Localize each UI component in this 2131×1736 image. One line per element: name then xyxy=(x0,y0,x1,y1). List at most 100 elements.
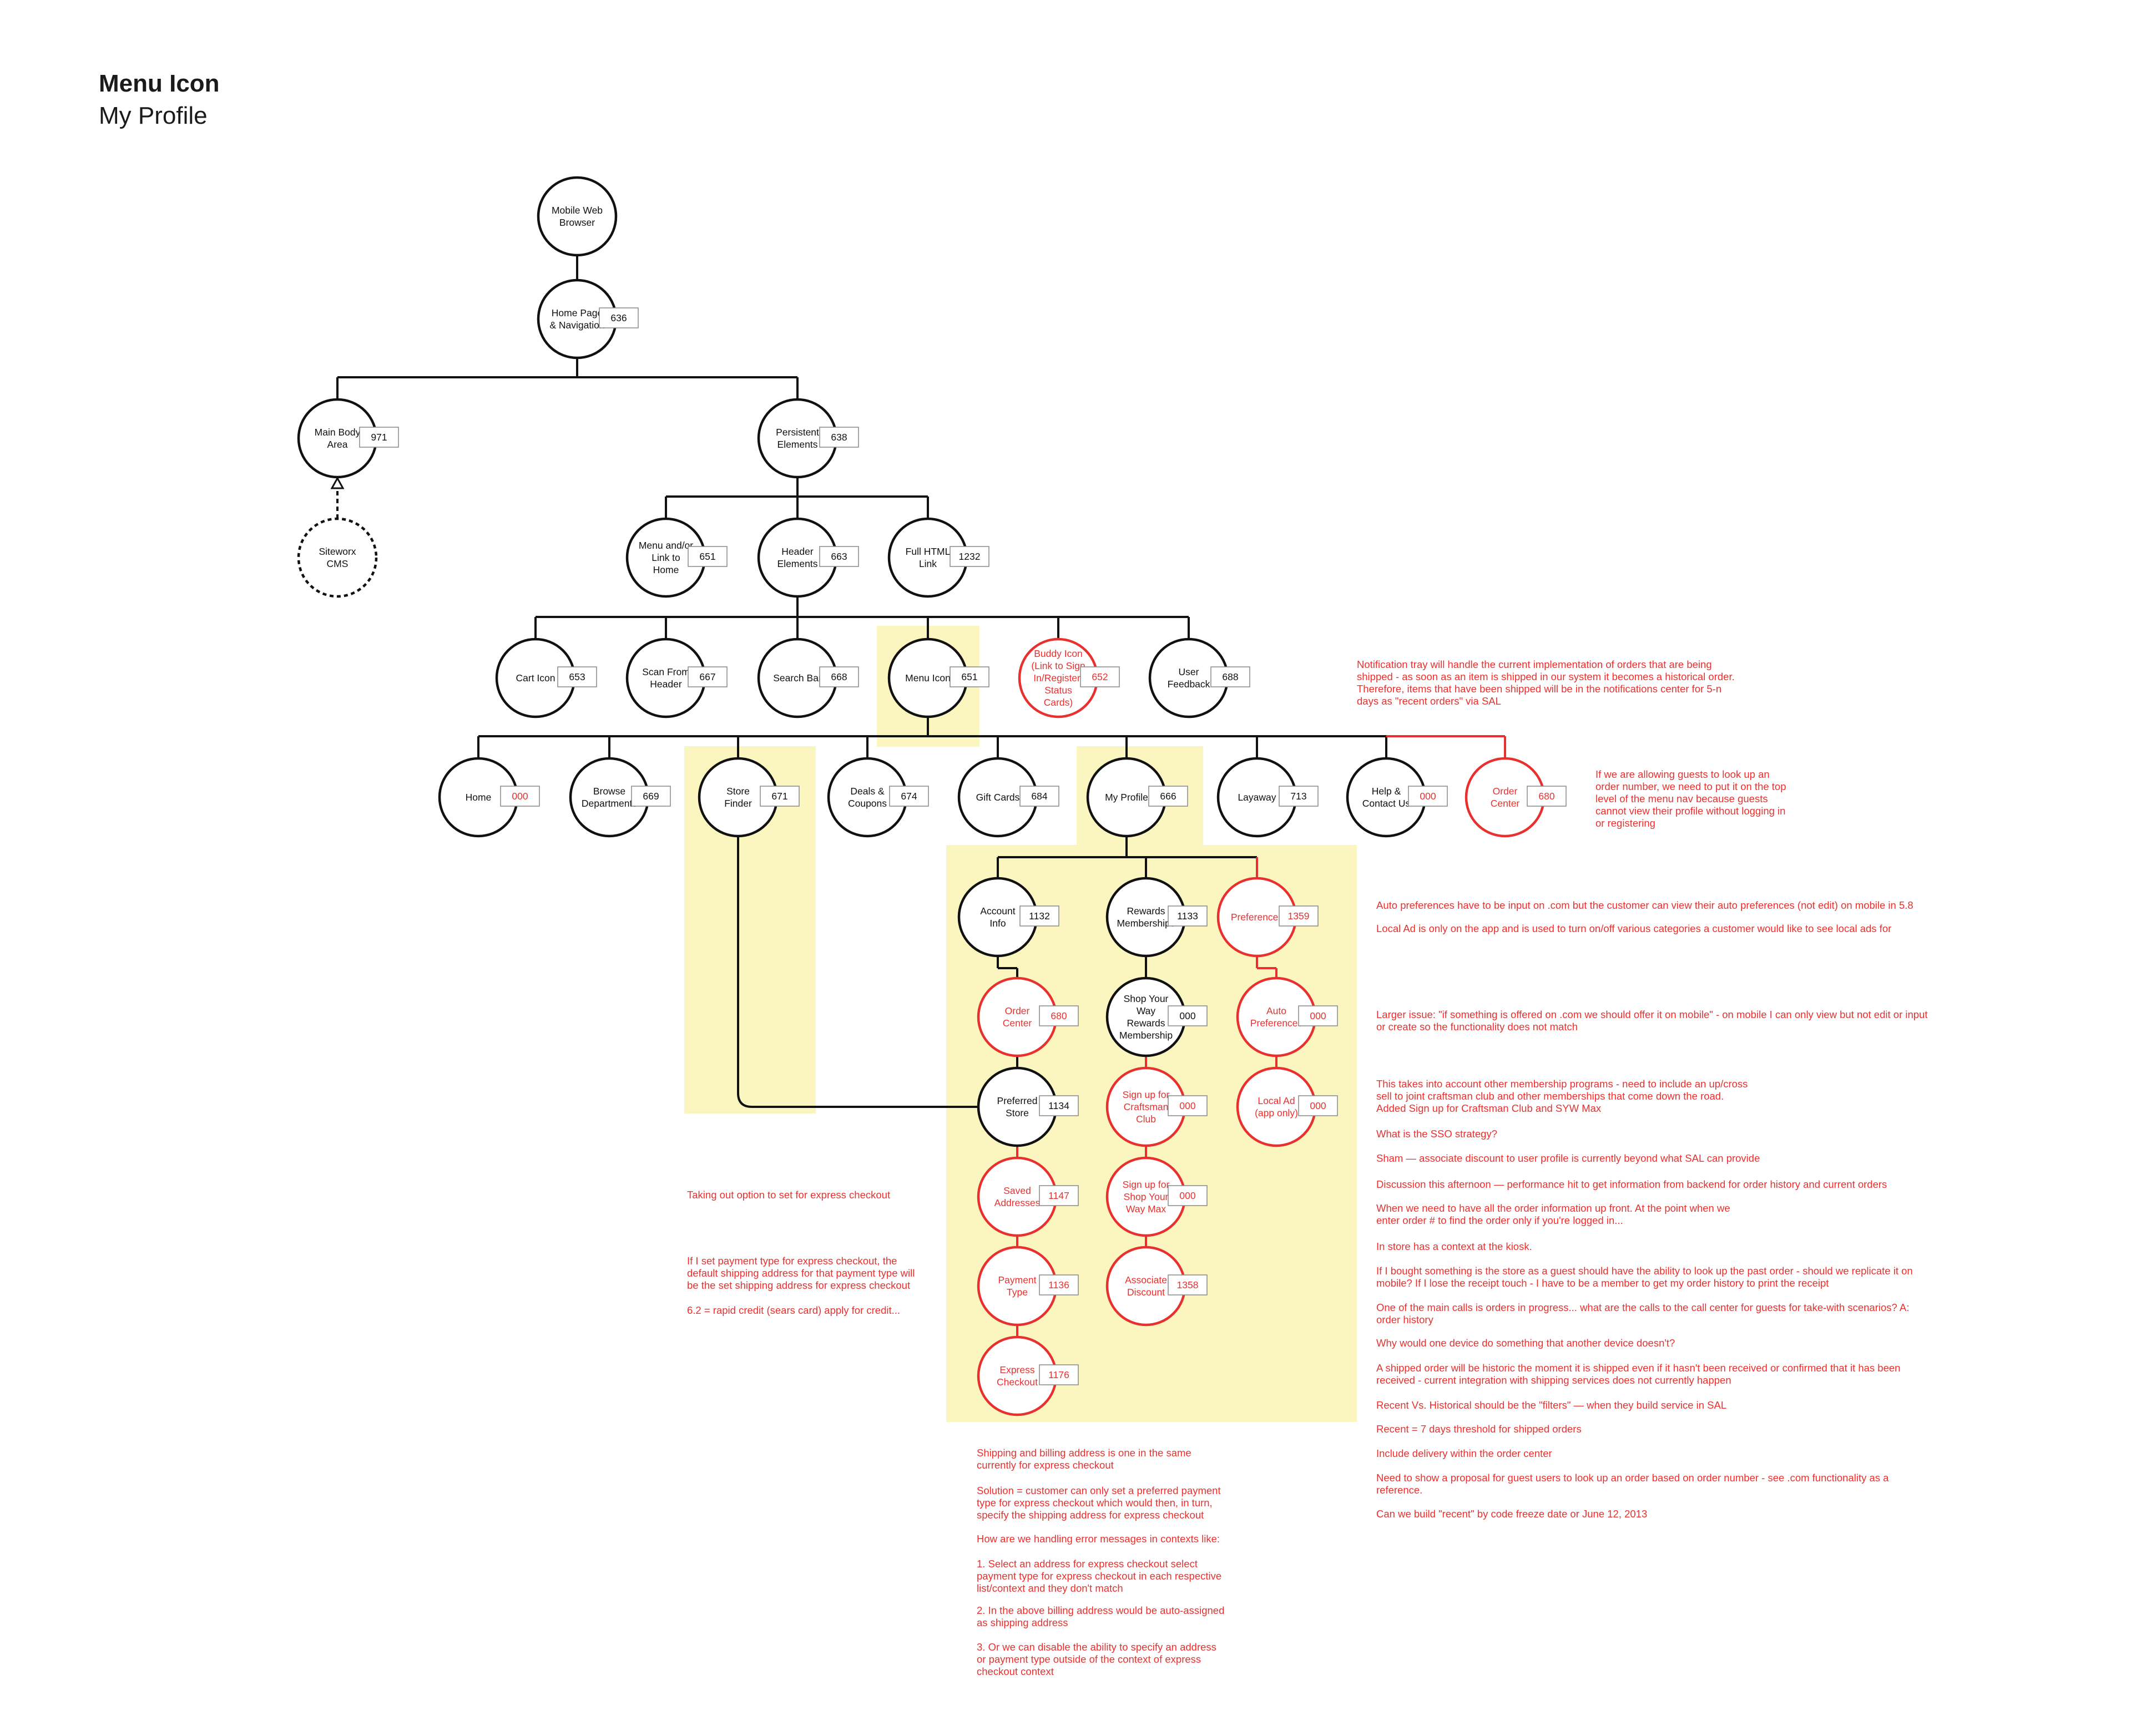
node-id-box xyxy=(819,666,859,687)
note-recent-vs-historical: Recent Vs. Historical should be the "fil… xyxy=(1376,1399,1727,1411)
note-code-freeze: Can we build "recent" by code freeze dat… xyxy=(1376,1508,1648,1520)
note-guest-lookup: If we are allowing guests to look up an … xyxy=(1595,768,1786,829)
node-id-box xyxy=(1019,905,1059,927)
note-proposal: Need to show a proposal for guest users … xyxy=(1376,1472,1889,1496)
node-id-box xyxy=(819,546,859,567)
node-layaway: Layaway 713 xyxy=(1216,757,1319,838)
node-id: 638 xyxy=(831,432,847,443)
node-id: 1359 xyxy=(1288,910,1310,922)
node-id: 636 xyxy=(610,312,627,323)
node-id-box xyxy=(1019,786,1059,807)
node-id-box xyxy=(557,666,597,687)
node-id-box xyxy=(1279,786,1319,807)
node-id-box xyxy=(599,307,639,328)
node-id: 651 xyxy=(961,671,977,682)
note-recent-threshold: Recent = 7 days threshold for shipped or… xyxy=(1376,1423,1582,1435)
node-id: 1136 xyxy=(1048,1279,1069,1290)
node-id: 688 xyxy=(1222,671,1238,682)
node-label: Cart Icon xyxy=(516,672,556,684)
node-id: 663 xyxy=(831,551,847,562)
node-id: 000 xyxy=(512,791,528,802)
node-id-box xyxy=(1080,666,1120,687)
note-sso: What is the SSO strategy? xyxy=(1376,1128,1497,1140)
node-id: 1147 xyxy=(1048,1190,1069,1201)
note-larger-issue: Larger issue: "if something is offered o… xyxy=(1376,1009,1928,1033)
node-id-box xyxy=(760,786,800,807)
node-id: 668 xyxy=(831,671,847,682)
node-label: Deals &Coupons xyxy=(848,786,887,809)
connector-line xyxy=(737,836,978,1108)
note-order-info: When we need to have all the order infor… xyxy=(1376,1202,1730,1226)
note-option-3: 3. Or we can disable the ability to spec… xyxy=(977,1641,1216,1677)
node-id: 680 xyxy=(1538,791,1554,802)
note-notification: Notification tray will handle the curren… xyxy=(1357,659,1735,707)
node-circle xyxy=(537,176,618,257)
node-id-box xyxy=(1168,1274,1208,1295)
node-id-box xyxy=(819,427,859,448)
node-id: 000 xyxy=(1179,1100,1195,1111)
arrow-head xyxy=(330,476,345,489)
node-id: 653 xyxy=(569,671,585,682)
node-id-box xyxy=(950,666,989,687)
node-id-box xyxy=(631,786,671,807)
node-id-box xyxy=(1168,1185,1208,1206)
node-id: 971 xyxy=(371,432,387,443)
note-why-device: Why would one device do something that a… xyxy=(1376,1337,1675,1349)
node-id: 684 xyxy=(1031,791,1047,802)
note-auto-preferences: Auto preferences have to be input on .co… xyxy=(1376,899,1913,911)
node-id-box xyxy=(1527,786,1567,807)
node-id-box xyxy=(1168,1005,1208,1026)
node-label: Layaway xyxy=(1238,792,1276,803)
node-id-box xyxy=(1279,905,1319,927)
node-label: My Profile xyxy=(1105,792,1148,803)
node-home: Home 000 xyxy=(438,757,540,838)
node-label: Home Page& Navigation xyxy=(549,307,604,331)
node-id: 000 xyxy=(1420,791,1436,802)
node-id: 713 xyxy=(1290,791,1306,802)
note-error-messages: How are we handling error messages in co… xyxy=(977,1533,1220,1545)
node-id-box xyxy=(688,666,728,687)
node-label: Search Bar xyxy=(773,672,822,684)
node-id: 1133 xyxy=(1177,910,1198,922)
note-taking-out: Taking out option to set for express che… xyxy=(687,1189,891,1201)
note-delivery: Include delivery within the order center xyxy=(1376,1447,1552,1459)
node-label: Home xyxy=(466,792,492,803)
node-id-box xyxy=(1039,1274,1079,1295)
note-solution: Solution = customer can only set a prefe… xyxy=(977,1485,1221,1521)
node-id: 1176 xyxy=(1048,1369,1069,1380)
